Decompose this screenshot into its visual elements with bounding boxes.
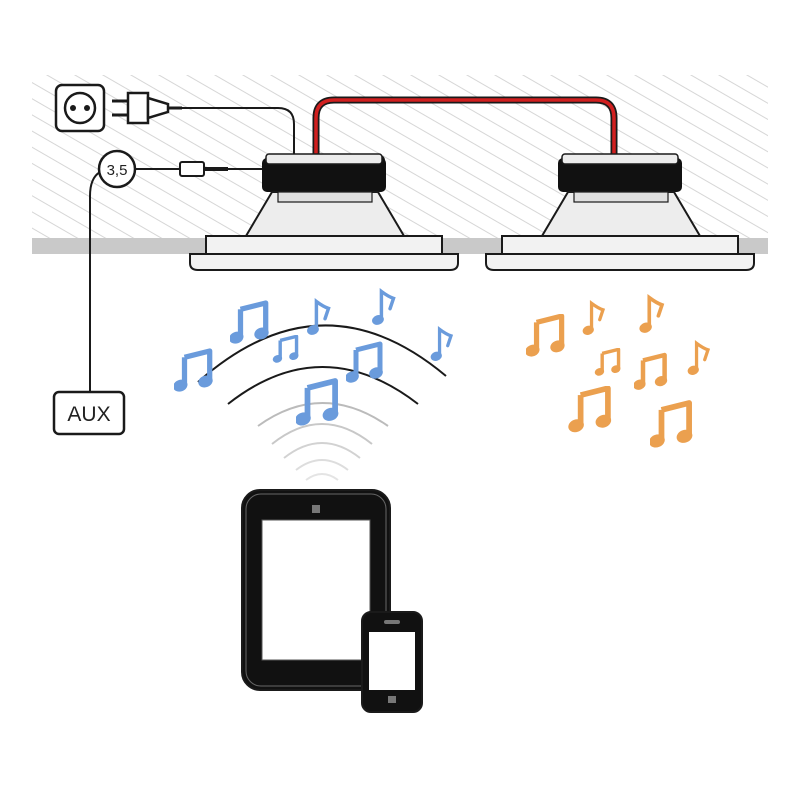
music-note-icon [638, 295, 664, 334]
music-note-icon [370, 289, 396, 326]
music-note-icon [344, 344, 385, 385]
music-note-icon [594, 348, 624, 378]
smartphone-icon [361, 611, 423, 713]
music-note-icon [304, 299, 331, 336]
audio-jack-icon [135, 161, 262, 177]
tablet-icon [241, 489, 391, 691]
music-note-icon [580, 301, 605, 336]
aux-badge: AUX [52, 390, 126, 436]
music-note-icon [428, 327, 453, 362]
power-plug-icon [112, 91, 182, 125]
music-note-icon [293, 381, 340, 428]
music-notes-left [171, 289, 453, 428]
music-note-icon [647, 403, 694, 450]
aux-cable [89, 171, 101, 392]
power-cable [182, 107, 295, 160]
music-note-icon [171, 351, 214, 394]
jack-size-badge: 3,5 [97, 149, 137, 189]
music-note-icon [566, 388, 612, 434]
music-note-icon [632, 355, 669, 392]
jack-size-label: 3,5 [107, 162, 128, 179]
ceiling-speaker-right [485, 153, 755, 271]
music-note-icon [686, 341, 710, 376]
aux-label: AUX [67, 403, 110, 426]
wireless-signal-icon [197, 324, 447, 481]
ceiling-speaker-left [189, 153, 459, 271]
power-socket-icon [54, 83, 106, 133]
music-note-icon [524, 316, 567, 358]
music-notes-right [524, 295, 710, 450]
music-note-icon [272, 335, 302, 365]
